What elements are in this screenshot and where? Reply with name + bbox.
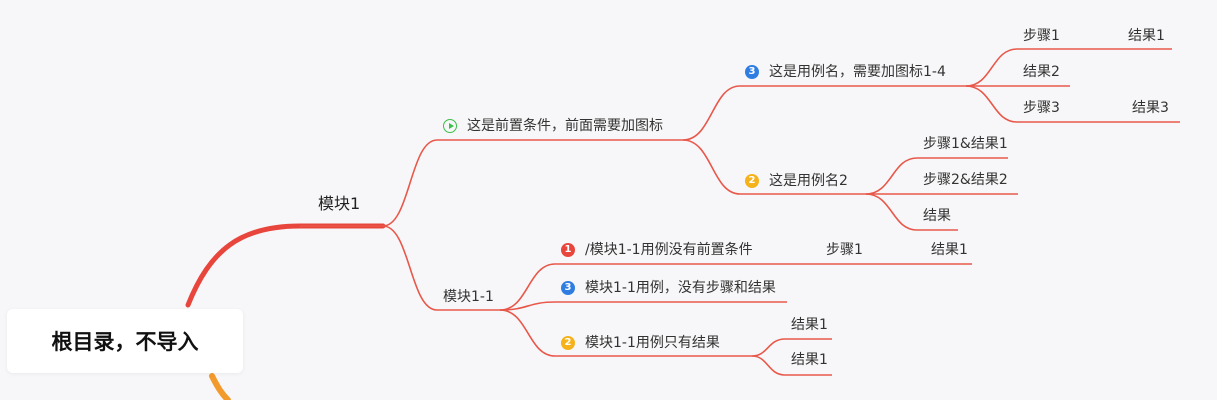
case-label: 这是用例名2 [769, 173, 848, 189]
result-node[interactable]: 结果1 [791, 350, 828, 370]
step-node[interactable]: 结果2 [1023, 62, 1060, 82]
root-node[interactable]: 根目录，不导入 [7, 309, 243, 373]
case-label: 模块1-1用例只有结果 [585, 335, 720, 351]
step-node[interactable]: 步骤1 [826, 240, 863, 260]
priority-3-icon: 3 [561, 281, 575, 295]
precondition-node[interactable]: 这是前置条件，前面需要加图标 [443, 116, 663, 136]
link-precondition-case2 [682, 139, 866, 195]
step-node[interactable]: 步骤3 [1023, 98, 1060, 118]
step-label: 步骤1 [826, 242, 863, 258]
link-case2-step1 [865, 157, 1008, 195]
submodule-node[interactable]: 模块1-1 [443, 287, 494, 307]
link-module-precondition [382, 139, 683, 227]
link-sub-case3-result2 [751, 355, 832, 376]
priority-2-icon: 2 [561, 336, 575, 350]
result-node[interactable]: 结果1 [791, 315, 828, 335]
root-branch-upper [185, 223, 386, 308]
link-case1-step1 [965, 48, 1066, 87]
root-label: 根目录，不导入 [51, 330, 199, 354]
result-label: 结果1 [791, 317, 828, 333]
result-label: 结果3 [1132, 100, 1169, 116]
case-node-1[interactable]: 3 这是用例名，需要加图标1-4 [745, 62, 946, 82]
step-label: 结果2 [1023, 64, 1060, 80]
submodule-label: 模块1-1 [443, 289, 494, 305]
step-node[interactable]: 步骤2&结果2 [923, 170, 1008, 190]
module-label: 模块1 [318, 193, 361, 213]
step-node[interactable]: 结果 [923, 206, 951, 226]
precondition-label: 这是前置条件，前面需要加图标 [467, 118, 663, 134]
step-label: 步骤1&结果1 [923, 136, 1008, 152]
link-precondition-case1 [682, 85, 966, 141]
step-label: 结果 [923, 208, 951, 224]
step-node[interactable]: 步骤1&结果1 [923, 134, 1008, 154]
result-label: 结果1 [791, 352, 828, 368]
start-icon [443, 119, 457, 133]
priority-3-icon: 3 [745, 65, 759, 79]
step-node[interactable]: 步骤1 [1023, 26, 1060, 46]
case-node-2[interactable]: 2 这是用例名2 [745, 171, 848, 191]
link-sub-case3-result1 [751, 338, 832, 357]
link-module-submodule [382, 225, 500, 311]
link-sub-case3 [499, 309, 752, 357]
case-label: 这是用例名，需要加图标1-4 [769, 64, 946, 80]
sub-case-node-1[interactable]: 1/模块1-1用例没有前置条件 [561, 240, 753, 260]
root-branch-lower [209, 373, 231, 400]
result-node[interactable]: 结果1 [931, 240, 968, 260]
result-label: 结果1 [1128, 28, 1165, 44]
priority-2-icon: 2 [745, 174, 759, 188]
link-sub-case1 [499, 263, 818, 311]
case-label: 模块1-1用例，没有步骤和结果 [585, 280, 776, 296]
module-node[interactable]: 模块1 [318, 193, 360, 214]
step-label: 步骤1 [1023, 28, 1060, 44]
link-case1-step3 [965, 85, 1070, 123]
link-sub-case2 [499, 301, 787, 311]
case-label: /模块1-1用例没有前置条件 [585, 242, 753, 258]
link-case2-step3 [865, 193, 958, 231]
result-node[interactable]: 结果1 [1128, 26, 1165, 46]
result-node[interactable]: 结果3 [1132, 98, 1169, 118]
sub-case-node-2[interactable]: 3 模块1-1用例，没有步骤和结果 [561, 278, 776, 298]
result-label: 结果1 [931, 242, 968, 258]
step-label: 步骤3 [1023, 100, 1060, 116]
priority-1-icon: 1 [561, 243, 575, 257]
sub-case-node-3[interactable]: 2 模块1-1用例只有结果 [561, 333, 720, 353]
step-label: 步骤2&结果2 [923, 172, 1008, 188]
